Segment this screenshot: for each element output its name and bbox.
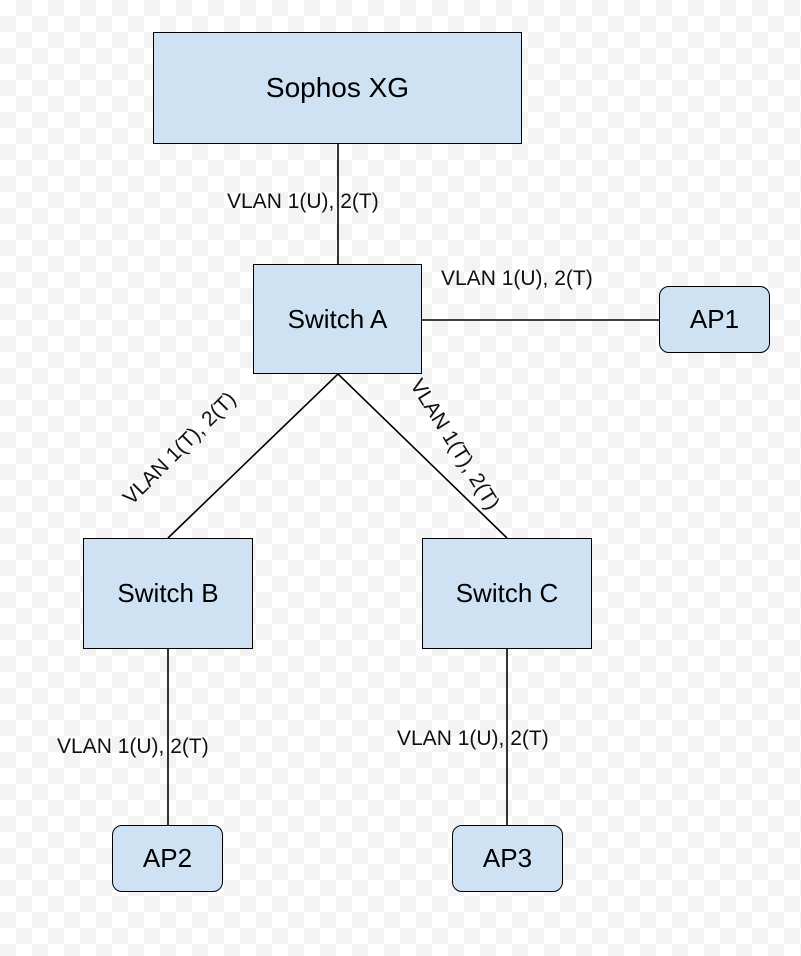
ap3-node[interactable]: AP3 <box>452 825 563 892</box>
switch-b-node[interactable]: Switch B <box>83 538 253 649</box>
switch-c-node[interactable]: Switch C <box>422 538 592 649</box>
link-label-sophos-switch-a: VLAN 1(U), 2(T) <box>227 190 379 213</box>
ap2-node[interactable]: AP2 <box>112 825 223 892</box>
link-label-switch-b-ap2: VLAN 1(U), 2(T) <box>57 735 209 758</box>
switch-a-node[interactable]: Switch A <box>253 264 422 374</box>
sophos-xg-node[interactable]: Sophos XG <box>153 32 522 144</box>
link-label-switch-a-ap1: VLAN 1(U), 2(T) <box>441 267 593 290</box>
link-label-switch-c-ap3: VLAN 1(U), 2(T) <box>397 727 549 750</box>
ap1-node[interactable]: AP1 <box>659 286 770 353</box>
link-switch-a-switch-b <box>167 373 339 539</box>
link-switch-a-switch-c <box>337 373 508 539</box>
